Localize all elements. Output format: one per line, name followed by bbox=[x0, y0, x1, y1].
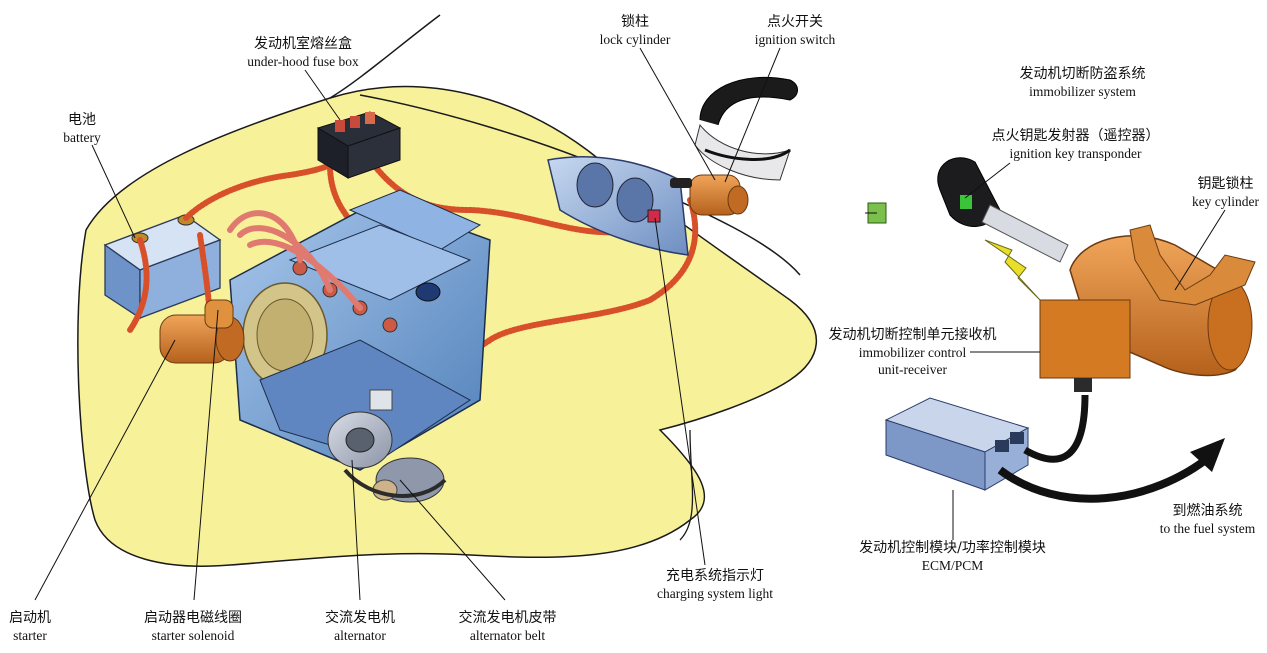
label-immobilizer-control-zh: 发动机切断控制单元接收机 bbox=[828, 327, 997, 343]
label-ignition-switch-en: ignition switch bbox=[754, 32, 836, 47]
label-starter-en: starter bbox=[13, 628, 47, 643]
label-immobilizer-control-en2: unit-receiver bbox=[878, 362, 947, 377]
label-battery: 电池 battery bbox=[52, 112, 112, 146]
label-starter-solenoid-en: starter solenoid bbox=[151, 628, 235, 643]
starter-graphic bbox=[159, 299, 245, 364]
signal-bolt-icon bbox=[984, 239, 1041, 301]
fuel-system-arrow-line bbox=[997, 451, 1215, 503]
label-immobilizer-system-en: immobilizer system bbox=[1029, 84, 1136, 99]
label-immobilizer-system-zh: 发动机切断防盗系统 bbox=[1019, 66, 1146, 82]
label-starter: 启动机 starter bbox=[0, 610, 60, 644]
label-key-cylinder: 钥匙锁柱 key cylinder bbox=[1178, 176, 1267, 210]
instrument-panel-graphic bbox=[547, 156, 689, 256]
ignition-key-graphic bbox=[937, 157, 1069, 263]
label-starter-solenoid: 启动器电磁线圈 starter solenoid bbox=[133, 610, 253, 644]
label-fuse-box-en: under-hood fuse box bbox=[247, 54, 359, 69]
label-fuse-box: 发动机室熔丝盒 under-hood fuse box bbox=[228, 36, 378, 70]
label-charging-light-zh: 充电系统指示灯 bbox=[666, 568, 764, 584]
label-fuse-box-zh: 发动机室熔丝盒 bbox=[254, 36, 352, 52]
label-alternator-belt-en: alternator belt bbox=[469, 628, 546, 643]
label-alternator-zh: 交流发电机 bbox=[325, 610, 395, 626]
label-starter-zh: 启动机 bbox=[9, 610, 51, 626]
ecm-graphic bbox=[884, 397, 1030, 491]
label-ecm-pcm: 发动机控制模块/功率控制模块 ECM/PCM bbox=[825, 540, 1080, 574]
label-alternator-en: alternator bbox=[334, 628, 386, 643]
fuel-system-arrowhead bbox=[1190, 438, 1225, 472]
label-key-transponder-en: ignition key transponder bbox=[1009, 146, 1142, 161]
label-charging-light: 充电系统指示灯 charging system light bbox=[640, 568, 790, 602]
label-charging-light-en: charging system light bbox=[657, 586, 773, 601]
leader-lines bbox=[34, 47, 1226, 601]
label-lock-cylinder-en: lock cylinder bbox=[599, 32, 671, 47]
engine-graphic bbox=[227, 189, 491, 471]
label-ignition-switch-zh: 点火开关 bbox=[767, 14, 823, 30]
label-lock-cylinder: 锁柱 lock cylinder bbox=[585, 14, 685, 48]
label-immobilizer-system: 发动机切断防盗系统 immobilizer system bbox=[1000, 66, 1165, 100]
label-battery-zh: 电池 bbox=[68, 112, 96, 128]
battery-graphic bbox=[103, 214, 222, 320]
label-alternator: 交流发电机 alternator bbox=[315, 610, 405, 644]
label-fuel-system-en: to the fuel system bbox=[1159, 521, 1256, 536]
label-battery-en: battery bbox=[63, 130, 101, 145]
label-key-transponder-zh: 点火钥匙发射器（遥控器） bbox=[991, 128, 1160, 144]
label-lock-cylinder-zh: 锁柱 bbox=[621, 14, 649, 30]
alternator-graphic bbox=[327, 389, 447, 503]
key-cylinder-graphic bbox=[1039, 224, 1256, 392]
label-alternator-belt: 交流发电机皮带 alternator belt bbox=[450, 610, 565, 644]
label-alternator-belt-zh: 交流发电机皮带 bbox=[458, 610, 557, 626]
ecm-to-receiver-cable bbox=[1023, 394, 1089, 463]
hood-outline bbox=[329, 14, 441, 99]
label-ignition-switch: 点火开关 ignition switch bbox=[740, 14, 850, 48]
label-ecm-pcm-en: ECM/PCM bbox=[921, 558, 984, 573]
steering-column-graphic bbox=[670, 76, 798, 216]
fuse-box-graphic bbox=[316, 111, 402, 179]
label-key-cylinder-en: key cylinder bbox=[1191, 194, 1260, 209]
label-immobilizer-control-en1: immobilizer control bbox=[858, 345, 967, 360]
label-key-cylinder-zh: 钥匙锁柱 bbox=[1197, 176, 1254, 192]
hood-lower-outline bbox=[679, 429, 694, 541]
label-fuel-system: 到燃油系统 to the fuel system bbox=[1145, 503, 1267, 537]
label-starter-solenoid-zh: 启动器电磁线圈 bbox=[144, 610, 242, 626]
label-key-transponder: 点火钥匙发射器（遥控器） ignition key transponder bbox=[968, 128, 1183, 162]
label-immobilizer-control: 发动机切断控制单元接收机 immobilizer control unit-re… bbox=[820, 327, 1005, 378]
label-ecm-pcm-zh: 发动机控制模块/功率控制模块 bbox=[859, 540, 1046, 556]
label-fuel-system-zh: 到燃油系统 bbox=[1172, 503, 1243, 519]
